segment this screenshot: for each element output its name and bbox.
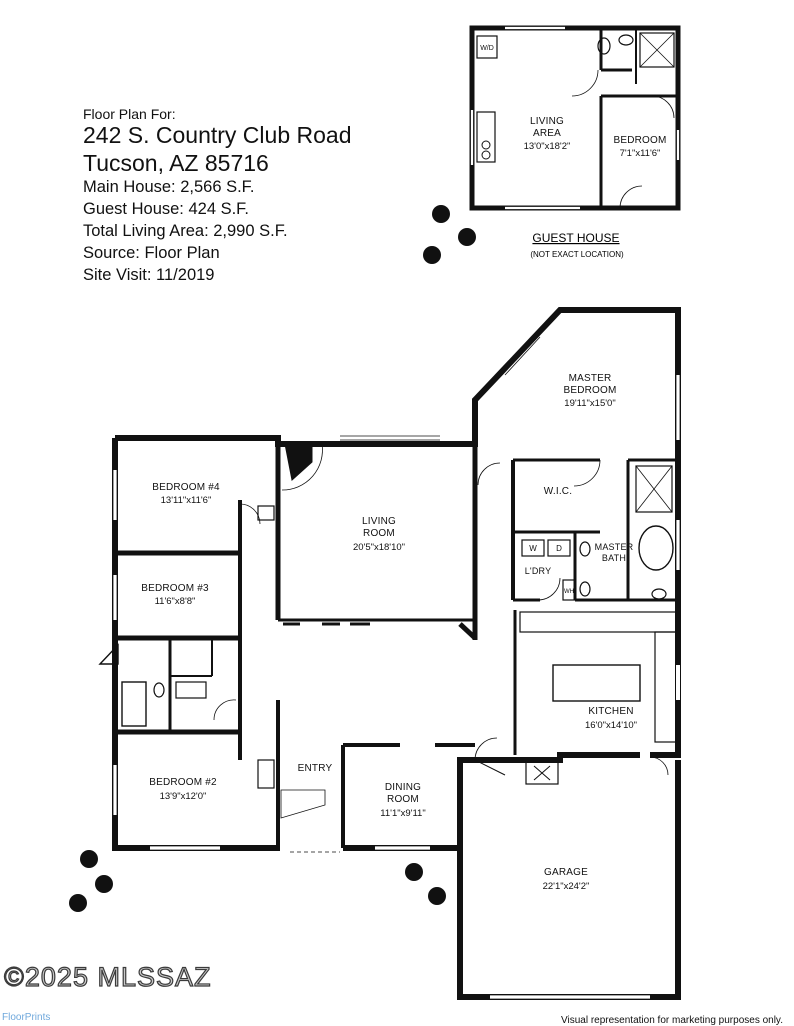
garage-dims: 22'1"x24'2" (543, 881, 590, 892)
floorprints-logo: FloorPrints (2, 1012, 51, 1023)
guest-living-label: LIVING (530, 116, 564, 127)
guest-house-walls (469, 25, 681, 211)
source: Source: Floor Plan (83, 244, 220, 263)
living-room-label: LIVING (362, 516, 396, 527)
mls-watermark: ©2025 MLSSAZ (3, 961, 212, 992)
dining-room-dims: 11'1"x9'11" (380, 808, 425, 819)
bedroom-2-label: BEDROOM #2 (149, 777, 217, 788)
address-line-1: 242 S. Country Club Road (83, 122, 352, 149)
total-living-area: Total Living Area: 2,990 S.F. (83, 222, 288, 241)
site-visit: Site Visit: 11/2019 (83, 266, 215, 285)
living-room-label-2: ROOM (363, 528, 395, 539)
master-bedroom-label: MASTER (569, 373, 612, 384)
property-info: Floor Plan For: 242 S. Country Club Road… (83, 106, 352, 287)
floor-plan-label: Floor Plan For: (83, 106, 176, 122)
guest-living-dims: 13'0"x18'2" (524, 141, 571, 152)
guest-house-note: (NOT EXACT LOCATION) (530, 250, 624, 259)
guest-bedroom-label: BEDROOM (613, 135, 666, 146)
washer-label: W (529, 544, 537, 553)
bedroom-3-label: BEDROOM #3 (141, 583, 209, 594)
dining-room-label: DINING (385, 782, 421, 793)
master-bath-label-2: BATH (602, 553, 626, 563)
master-bath-label: MASTER (595, 542, 634, 552)
bedroom-4-dims: 13'11"x11'6" (161, 495, 212, 506)
landscape-plant-icons (69, 205, 476, 912)
bedroom-2-dims: 13'9"x12'0" (160, 791, 207, 802)
dining-room-label-2: ROOM (387, 794, 419, 805)
main-house-sf: Main House: 2,566 S.F. (83, 178, 255, 197)
master-bedroom-dims: 19'11"x15'0" (564, 398, 615, 409)
disclaimer: Visual representation for marketing purp… (561, 1015, 783, 1026)
guest-house-sf: Guest House: 424 S.F. (83, 200, 250, 219)
living-room-dims: 20'5"x18'10" (353, 542, 405, 553)
entry-label: ENTRY (298, 763, 333, 774)
kitchen-dims: 16'0"x14'10" (585, 720, 637, 731)
dryer-label: D (556, 544, 562, 553)
guest-house-title: GUEST HOUSE (532, 231, 619, 245)
guest-living-label-2: AREA (533, 128, 561, 139)
water-heater-label: WH (564, 589, 574, 595)
kitchen-label: KITCHEN (588, 706, 633, 717)
address-line-2: Tucson, AZ 85716 (83, 149, 269, 176)
guest-bedroom-dims: 7'1"x11'6" (620, 148, 661, 159)
bedroom-4-label: BEDROOM #4 (152, 482, 220, 493)
laundry-label: L'DRY (525, 566, 552, 576)
master-bedroom-label-2: BEDROOM (563, 385, 616, 396)
main-house-walls (98, 307, 681, 1000)
washer-dryer-label: W/D (480, 45, 494, 52)
garage-label: GARAGE (544, 867, 588, 878)
wic-label: W.I.C. (544, 486, 572, 497)
bedroom-3-dims: 11'6"x8'8" (155, 596, 196, 607)
